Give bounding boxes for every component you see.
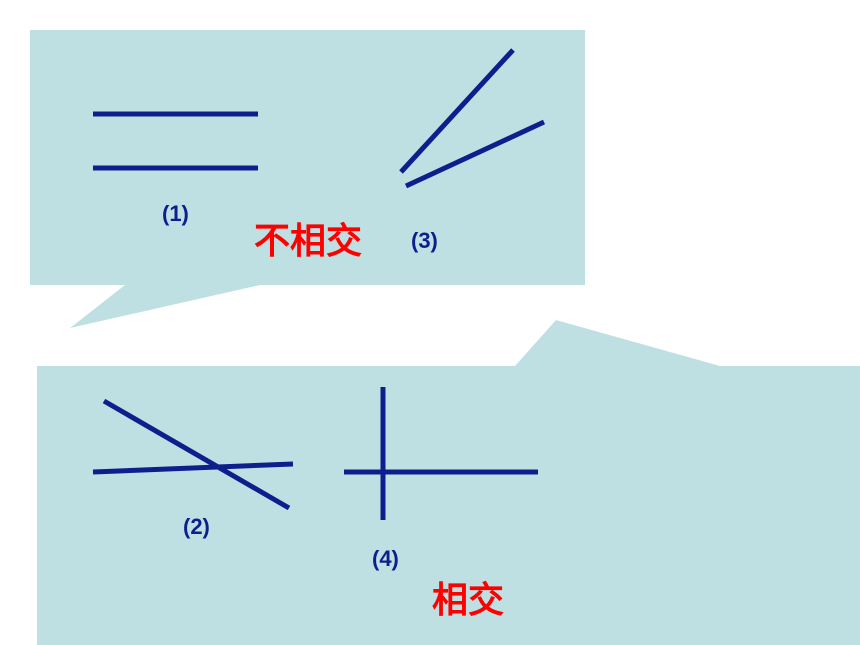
top-speech-bubble [30, 30, 585, 328]
figure-1-parallel-lines [93, 111, 258, 171]
figure-2-crossing-lines [92, 398, 294, 511]
figure-2-line-diagonal [102, 398, 291, 511]
figure-4-perpendicular-lines [344, 387, 538, 520]
figure-2-label: (2) [183, 514, 210, 539]
bottom-category-label: 相交 [432, 579, 504, 621]
figure-1-label: (1) [162, 201, 189, 226]
figure-2-line-near-horizontal [92, 461, 294, 475]
top-category-label: 不相交 [254, 220, 362, 262]
figure-3-line-shallow [404, 119, 546, 189]
figure-3-label: (3) [411, 228, 438, 253]
figure-3-line-steep [399, 48, 515, 174]
bottom-speech-bubble [37, 320, 860, 645]
figure-3-non-intersecting-lines [399, 48, 546, 189]
figure-4-label: (4) [372, 546, 399, 571]
